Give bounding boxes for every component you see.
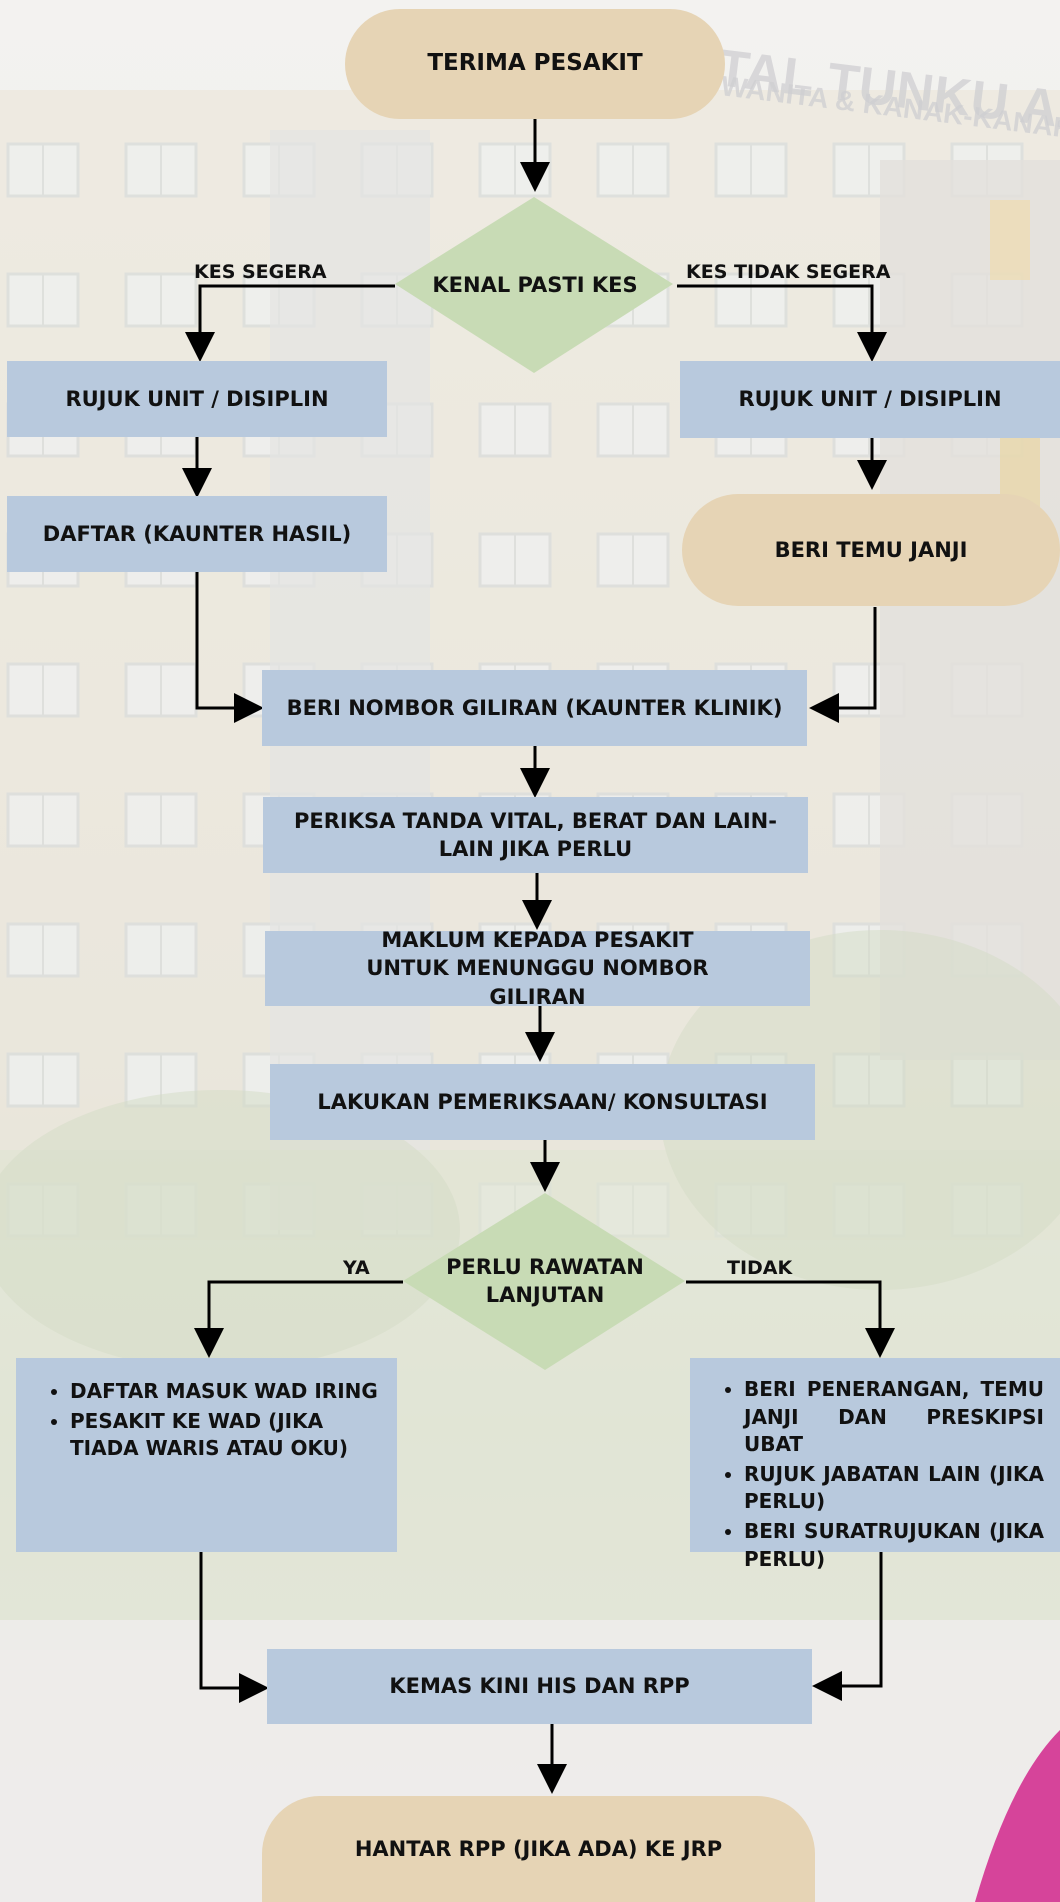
identify-decision: KENAL PASTI KES bbox=[415, 250, 655, 320]
register-node-label: DAFTAR (KAUNTER HASIL) bbox=[42, 521, 352, 546]
register-node: DAFTAR (KAUNTER HASIL) bbox=[7, 496, 387, 572]
consult-node-label: LAKUKAN PEMERIKSAAN/ KONSULTASI bbox=[317, 1089, 768, 1114]
explain-box: BERI PENERANGAN, TEMU JANJI DAN PRESKIPS… bbox=[690, 1358, 1060, 1571]
explain-list-item: BERI PENERANGAN, TEMU JANJI DAN PRESKIPS… bbox=[744, 1376, 1044, 1459]
identify-decision-label: KENAL PASTI KES bbox=[432, 272, 638, 297]
vitals-node: PERIKSA TANDA VITAL, BERAT DAN LAIN-LAIN… bbox=[263, 797, 808, 873]
arrow-no bbox=[686, 1280, 895, 1358]
explain-list-item: RUJUK JABATAN LAIN (JIKA PERLU) bbox=[744, 1461, 1044, 1516]
arrow-ward-to-update bbox=[199, 1552, 269, 1703]
explain-list: BERI PENERANGAN, TEMU JANJI DAN PRESKIPS… bbox=[710, 1376, 1044, 1575]
further-care-decision: PERLU RAWATAN LANJUTAN bbox=[425, 1236, 665, 1326]
arrow-not-urgent bbox=[677, 284, 887, 362]
refer-unit-right-label: RUJUK UNIT / DISIPLIN bbox=[738, 387, 1002, 412]
queue-number-node: BERI NOMBOR GILIRAN (KAUNTER KLINIK) bbox=[262, 670, 807, 746]
inform-wait-node: MAKLUM KEPADA PESAKIT UNTUK MENUNGGU NOM… bbox=[265, 928, 810, 1009]
update-node: KEMAS KINI HIS DAN RPP bbox=[267, 1649, 812, 1724]
no-label: TIDAK bbox=[727, 1257, 793, 1279]
arrow-urgent bbox=[185, 284, 395, 362]
send-node-label: HANTAR RPP (JIKA ADA) KE JRP bbox=[354, 1836, 723, 1861]
vitals-node-label: PERIKSA TANDA VITAL, BERAT DAN LAIN-LAIN… bbox=[294, 808, 777, 861]
decision-diamond-further-care bbox=[403, 1193, 685, 1370]
update-node-label: KEMAS KINI HIS DAN RPP bbox=[389, 1674, 690, 1699]
refer-unit-left: RUJUK UNIT / DISIPLIN bbox=[7, 361, 387, 437]
queue-number-node-label: BERI NOMBOR GILIRAN (KAUNTER KLINIK) bbox=[286, 695, 783, 720]
not-urgent-label: KES TIDAK SEGERA bbox=[686, 261, 891, 283]
ward-admission-box: DAFTAR MASUK WAD IRING PESAKIT KE WAD (J… bbox=[16, 1358, 397, 1552]
explain-list-item: BERI SURATRUJUKAN (JIKA PERLU) bbox=[744, 1518, 1044, 1573]
start-node: TERIMA PESAKIT bbox=[345, 9, 725, 119]
further-care-decision-label: PERLU RAWATAN LANJUTAN bbox=[446, 1254, 644, 1307]
arrow-yes bbox=[194, 1280, 403, 1358]
urgent-label: KES SEGERA bbox=[194, 261, 327, 283]
appointment-node-label: BERI TEMU JANJI bbox=[774, 537, 968, 562]
arrow-register-to-queue bbox=[195, 572, 264, 723]
ward-admission-list: DAFTAR MASUK WAD IRING PESAKIT KE WAD (J… bbox=[36, 1378, 381, 1465]
arrow-explain-to-update bbox=[812, 1552, 883, 1701]
inform-wait-node-label: MAKLUM KEPADA PESAKIT UNTUK MENUNGGU NOM… bbox=[366, 927, 709, 1009]
start-node-label: TERIMA PESAKIT bbox=[427, 50, 643, 77]
ward-list-item: PESAKIT KE WAD (JIKA TIADA WARIS ATAU OK… bbox=[70, 1408, 381, 1463]
send-node: HANTAR RPP (JIKA ADA) KE JRP bbox=[262, 1796, 815, 1902]
refer-unit-left-label: RUJUK UNIT / DISIPLIN bbox=[65, 386, 329, 411]
corner-accent-shape bbox=[975, 1730, 1060, 1902]
refer-unit-right: RUJUK UNIT / DISIPLIN bbox=[680, 361, 1060, 438]
arrow-appointment-to-queue bbox=[809, 607, 877, 723]
consult-node: LAKUKAN PEMERIKSAAN/ KONSULTASI bbox=[270, 1064, 815, 1140]
appointment-node: BERI TEMU JANJI bbox=[682, 494, 1060, 606]
yes-label: YA bbox=[343, 1257, 370, 1279]
decision-diamond-identify bbox=[395, 197, 673, 373]
ward-list-item: DAFTAR MASUK WAD IRING bbox=[70, 1378, 381, 1406]
